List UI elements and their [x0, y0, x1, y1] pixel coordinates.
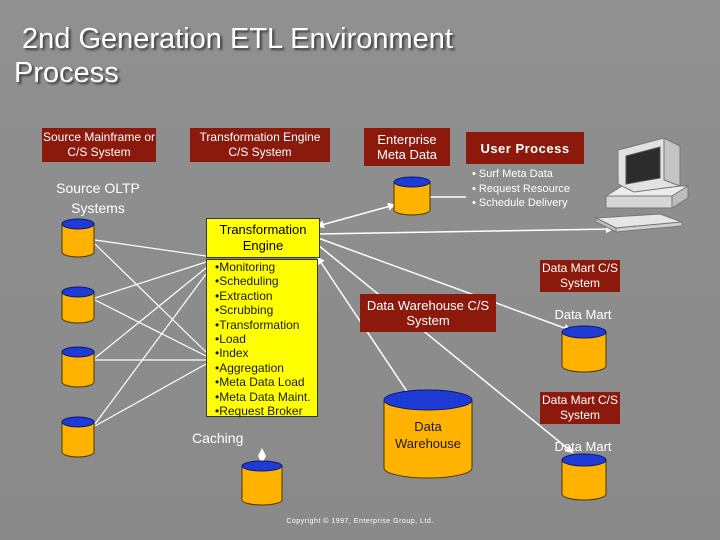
connector-source4-engine: [94, 273, 207, 425]
source-cylinder-4: [61, 416, 95, 458]
connector-source1-engine-b: [94, 243, 207, 353]
engine-function-item: •Meta Data Maint.: [215, 389, 311, 404]
engine-function-item: •Aggregation: [215, 360, 284, 375]
engine-function-item: •Scheduling: [215, 274, 279, 289]
caching-label: Caching: [192, 430, 244, 446]
source-cylinder-3: [61, 346, 95, 388]
data-mart-label-2: Data Mart: [554, 439, 612, 454]
connector-source1-engine: [94, 239, 207, 257]
transformation-engine-cs-box: Transformation Engine C/S System: [190, 128, 330, 162]
engine-function-item: •Load: [215, 332, 246, 347]
user-process-box: User Process: [466, 132, 584, 164]
source-mainframe-box: Source Mainframe or C/S System: [42, 128, 156, 162]
meta-data-cylinder: [393, 176, 431, 216]
transformation-engine-functions: •Monitoring •Scheduling •Extraction •Scr…: [206, 259, 318, 419]
data-mart-label-1: Data Mart: [554, 307, 612, 322]
title-line-1: 2nd Generation ETL Environment: [22, 23, 453, 55]
enterprise-meta-data-box: Enterprise Meta Data: [364, 128, 450, 166]
slide-title: 2nd Generation ETL Environment Process: [14, 22, 534, 90]
data-mart-cylinder-2: [561, 453, 607, 501]
title-line-2: Process: [14, 57, 119, 89]
source-oltp-label: Source OLTP Systems: [56, 180, 140, 216]
user-process-item: • Schedule Delivery: [472, 197, 568, 209]
engine-function-item: •Request Broker: [215, 404, 303, 419]
source-cylinder-2: [61, 286, 95, 324]
connector-source4-engine-b: [94, 363, 207, 427]
workstation-computer-icon: [594, 137, 690, 233]
user-process-list: • Surf Meta Data • Request Resource • Sc…: [472, 167, 592, 211]
connector-source2-engine: [94, 261, 207, 299]
data-warehouse-label: Data Warehouse: [395, 419, 461, 451]
connector-engine-meta: [316, 202, 396, 229]
transformation-engine-header: Transformation Engine: [206, 218, 320, 258]
engine-function-item: •Scrubbing: [215, 303, 274, 318]
engine-function-item: •Index: [215, 346, 249, 361]
data-warehouse-cylinder: [383, 389, 473, 479]
engine-function-item: •Meta Data Load: [215, 375, 305, 390]
data-mart-cs-box-2: Data Mart C/S System: [540, 392, 620, 424]
user-process-item: • Request Resource: [472, 182, 571, 195]
engine-function-item: •Monitoring: [215, 260, 276, 274]
copyright-notice: Copyright © 1997, Enterprise Group, Ltd.: [286, 518, 434, 525]
data-mart-cylinder-1: [561, 325, 607, 373]
connector-source3-engine: [94, 267, 207, 359]
connector-engine-workstation: [317, 225, 614, 235]
connector-engine-mart2: [317, 244, 574, 454]
connector-engine-mart1: [317, 237, 572, 332]
data-warehouse-cs-box: Data Warehouse C/S System: [360, 294, 496, 332]
connector-source2-engine-b: [94, 299, 207, 357]
caching-cylinder: [241, 460, 283, 506]
engine-function-item: •Extraction: [215, 288, 273, 303]
engine-function-item: •Transformation: [215, 317, 300, 332]
user-process-item: • Surf Meta Data: [472, 168, 553, 180]
data-mart-cs-box-1: Data Mart C/S System: [540, 260, 620, 292]
source-cylinder-1: [61, 218, 95, 258]
